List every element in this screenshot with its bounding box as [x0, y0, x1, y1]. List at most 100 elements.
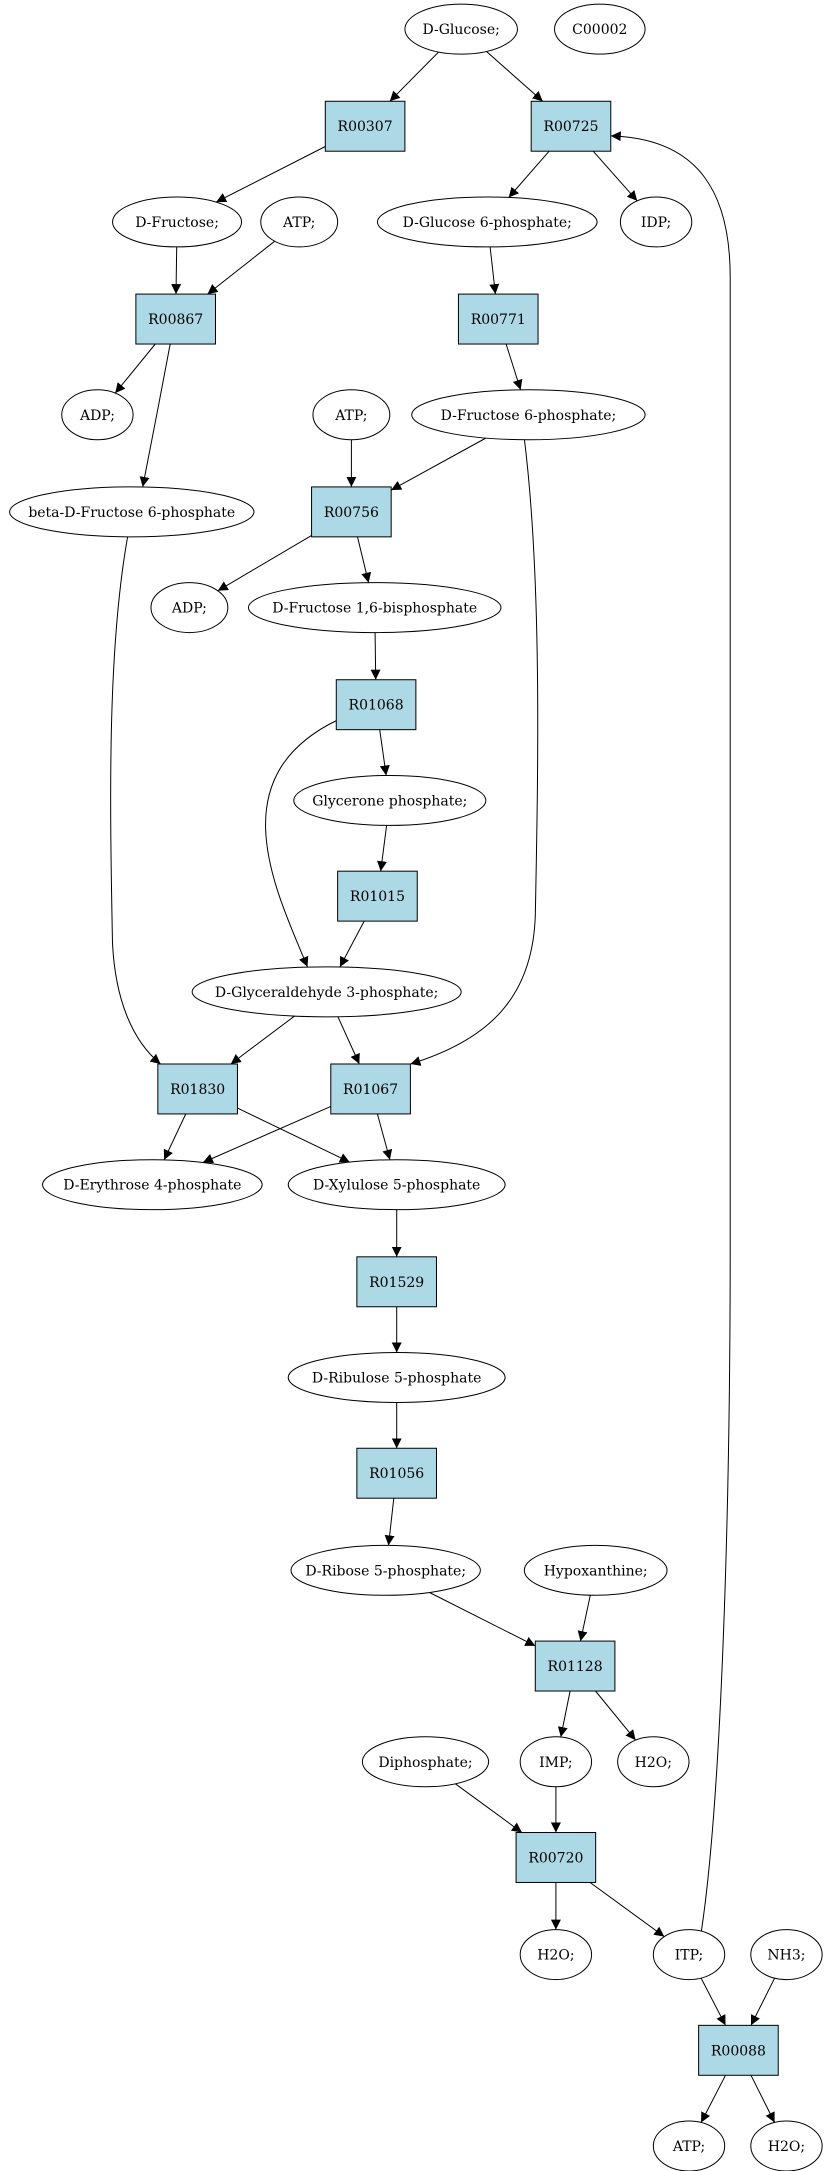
metabolite-ellipse: [312, 389, 391, 441]
node-ru5p: D-Ribulose 5-phosphate: [287, 1352, 506, 1403]
edge-r01067-to-e4p: [202, 1105, 332, 1164]
node-label: R00725: [543, 119, 598, 135]
node-r01830: R01830: [157, 1063, 238, 1115]
node-nh3: NH3;: [750, 1929, 823, 1981]
node-label: R00756: [324, 505, 379, 521]
edge-r01067-to-x5p: [376, 1113, 393, 1160]
edge-r01128-to-h2o1: [595, 1690, 636, 1741]
metabolite-ellipse: [519, 1929, 593, 1981]
node-label: R01067: [343, 1082, 398, 1098]
reaction-box: [135, 293, 216, 345]
node-label: R01015: [350, 889, 405, 905]
edge-r00720-to-itp: [589, 1882, 665, 1938]
edge-hypo-to-r01128: [577, 1595, 591, 1642]
edge-r00867-to-adp1: [114, 343, 156, 394]
node-label: D-Ribose 5-phosphate;: [305, 1563, 466, 1579]
node-label: ATP;: [334, 408, 367, 424]
node-idp: IDP;: [619, 196, 693, 248]
node-c00002: C00002: [554, 3, 646, 55]
node-label: IDP;: [641, 215, 671, 231]
metabolite-ellipse: [287, 1352, 506, 1403]
edge-r00088-to-atp3: [700, 2075, 726, 2123]
node-label: R00720: [528, 1850, 583, 1866]
node-label: IMP;: [539, 1755, 573, 1771]
node-imp: IMP;: [519, 1736, 593, 1788]
metabolite-ellipse: [750, 1929, 823, 1981]
node-label: ATP;: [282, 215, 315, 231]
edges-layer: [110, 51, 776, 2123]
node-label: H2O;: [537, 1948, 574, 1964]
node-r00771: R00771: [457, 293, 539, 345]
node-label: D-Xylulose 5-phosphate: [313, 1178, 480, 1194]
node-label: H2O;: [635, 1755, 672, 1771]
edge-r01128-to-imp: [557, 1690, 571, 1738]
node-r00088: R00088: [698, 2024, 779, 2076]
edge-itp-to-r00725: [610, 131, 731, 1932]
edge-r01015-to-g3p: [339, 920, 365, 968]
node-label: D-Fructose 1,6-bisphosphate: [272, 601, 477, 617]
edge-bf6p-to-r01830: [110, 536, 161, 1065]
node-r5p: D-Ribose 5-phosphate;: [290, 1544, 481, 1596]
node-r01015: R01015: [337, 870, 418, 922]
node-label: ATP;: [672, 2139, 705, 2155]
node-g6p: D-Glucose 6-phosphate;: [376, 196, 598, 248]
edge-fbp-to-r01068: [370, 632, 381, 680]
edge-r01068-to-g3p: [265, 719, 338, 968]
metabolite-ellipse: [191, 966, 462, 1018]
node-label: D-Fructose;: [135, 215, 219, 231]
node-fructose: D-Fructose;: [112, 196, 243, 248]
metabolite-ellipse: [519, 1736, 593, 1788]
metabolite-ellipse: [617, 1736, 690, 1788]
node-label: D-Glucose 6-phosphate;: [403, 215, 572, 231]
node-h2o2: H2O;: [519, 1929, 593, 1981]
metabolite-ellipse: [61, 389, 134, 441]
node-label: R01830: [170, 1082, 225, 1098]
edge-r00088-to-h2o3: [750, 2075, 776, 2123]
reaction-box: [356, 1447, 437, 1499]
edge-atp1-to-r00867: [207, 240, 276, 295]
node-label: ADP;: [79, 408, 115, 424]
node-fbp: D-Fructose 1,6-bisphosphate: [247, 582, 502, 634]
reaction-box: [698, 2024, 779, 2076]
node-adp1: ADP;: [61, 389, 134, 441]
node-label: R00867: [148, 312, 203, 328]
reaction-box: [534, 1640, 616, 1692]
edge-r00867-to-bf6p: [139, 343, 171, 487]
node-adp2: ADP;: [150, 582, 229, 634]
edge-f6p-to-r00756: [390, 437, 487, 491]
node-atp1: ATP;: [260, 196, 339, 248]
node-label: D-Glyceraldehyde 3-phosphate;: [215, 985, 438, 1001]
metabolite-ellipse: [361, 1736, 490, 1788]
metabolite-ellipse: [293, 774, 487, 826]
node-label: Diphosphate;: [378, 1755, 472, 1771]
edge-diphos-to-r00720: [455, 1783, 523, 1833]
node-label: R01128: [548, 1659, 603, 1675]
edge-g3p-to-r01830: [230, 1015, 295, 1065]
edge-glucose-to-r00307: [389, 51, 439, 102]
metabolite-ellipse: [287, 1159, 506, 1211]
metabolite-ellipse: [376, 196, 598, 248]
metabolite-ellipse: [652, 1929, 726, 1981]
node-label: R01529: [369, 1275, 424, 1291]
node-label: R00771: [471, 312, 526, 328]
edge-nh3-to-r00088: [750, 1977, 776, 2026]
node-glucose: D-Glucose;: [404, 3, 518, 55]
node-label: D-Fructose 6-phosphate;: [441, 408, 617, 424]
edge-r00725-to-g6p: [508, 150, 550, 198]
node-label: NH3;: [767, 1948, 805, 1964]
node-label: beta-D-Fructose 6-phosphate: [28, 505, 235, 521]
metabolite-ellipse: [260, 196, 339, 248]
node-r00756: R00756: [311, 486, 392, 538]
node-label: R01056: [369, 1466, 424, 1482]
reaction-box: [337, 870, 418, 922]
node-h2o1: H2O;: [617, 1736, 690, 1788]
node-f6p: D-Fructose 6-phosphate;: [411, 389, 646, 441]
reaction-box: [335, 679, 417, 731]
edge-r01068-to-gp: [379, 729, 390, 776]
node-label: Glycerone phosphate;: [312, 793, 467, 809]
node-diphos: Diphosphate;: [361, 1736, 490, 1788]
reaction-box: [324, 100, 406, 152]
node-r00725: R00725: [530, 100, 612, 152]
node-r00307: R00307: [324, 100, 406, 152]
